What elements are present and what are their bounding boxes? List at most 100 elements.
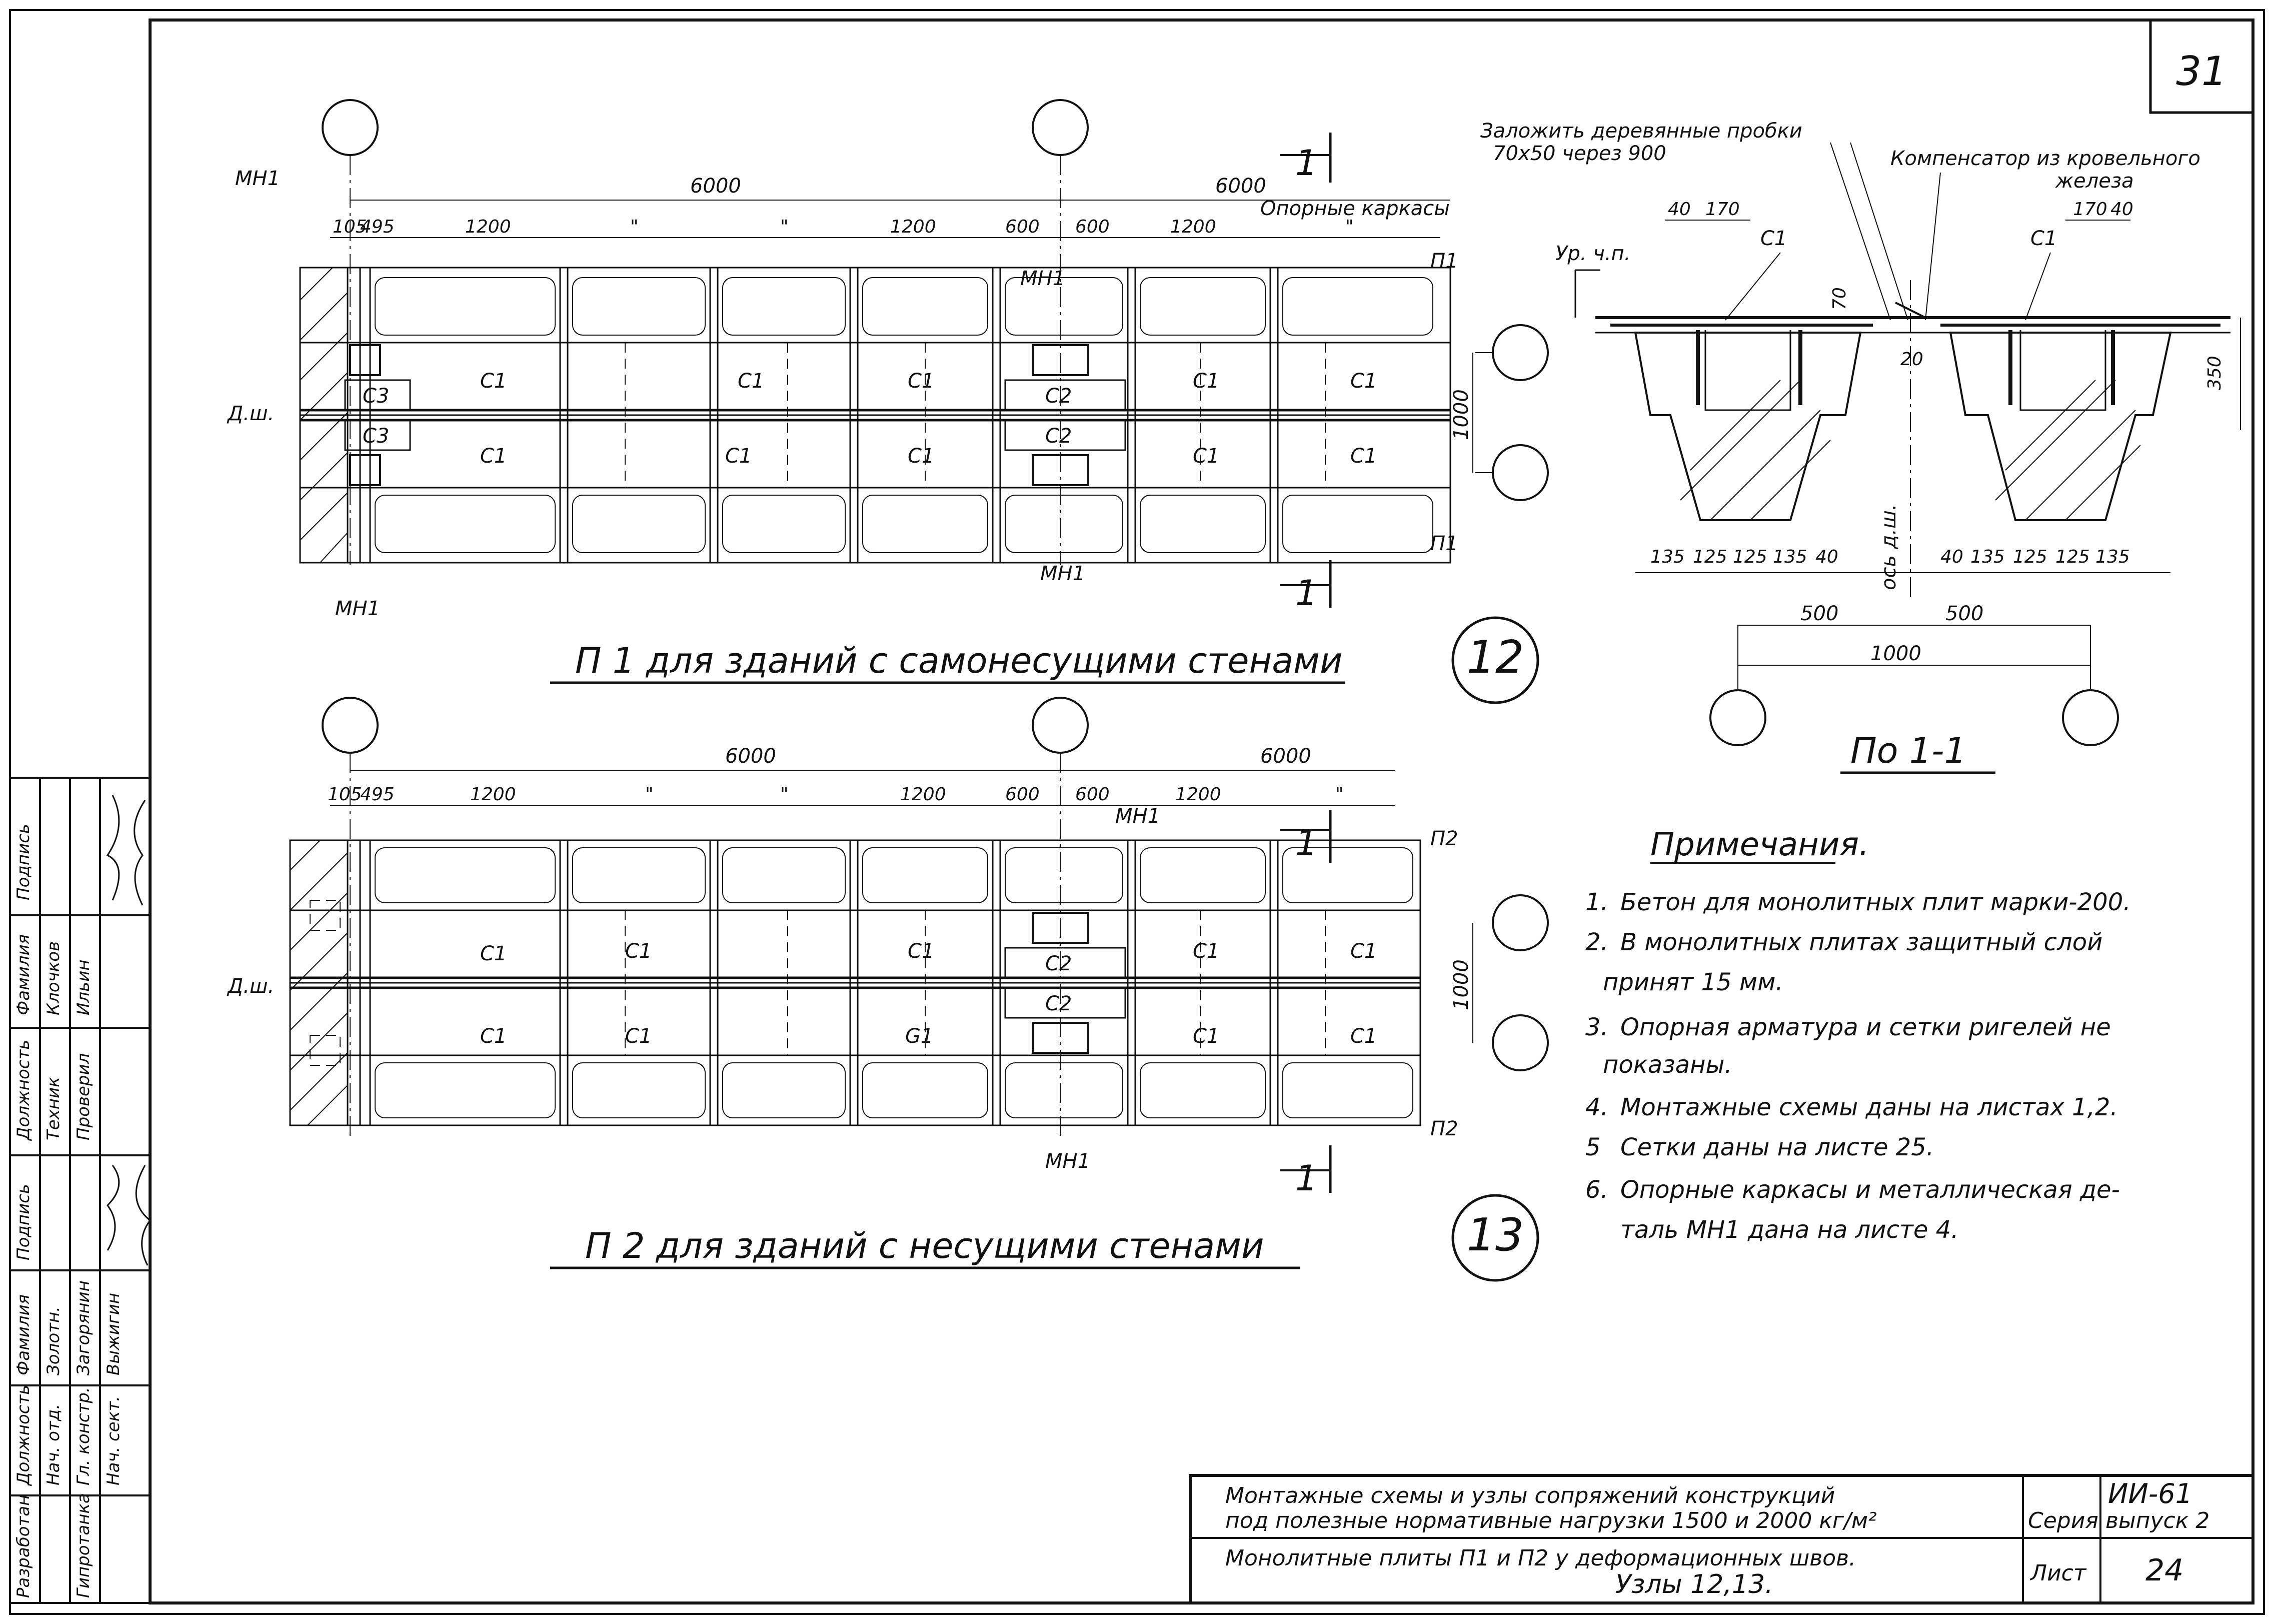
plan2-dim: 1200 (1175, 784, 1221, 805)
section-dim: 135 (1650, 547, 1685, 567)
plan1-span-right: 6000 (1215, 175, 1266, 198)
note-text: Бетон для монолитных плит марки-200. (1620, 888, 2131, 916)
plan2-mn1: МН1 (1115, 805, 1160, 828)
plan1-dim: 1200 (465, 217, 511, 237)
plan1-c1: С1 (480, 445, 507, 468)
plan1-p1: П1 (1430, 250, 1458, 273)
plan1-text: 6000 6000 105 495 1200 " " 1200 600 600 … (227, 143, 1524, 684)
plan2-mn1: МН1 (1045, 1150, 1090, 1173)
plan1-support-frames: Опорные каркасы (1260, 197, 1450, 220)
plan2-wall: Д.ш. (227, 975, 274, 998)
section-level: Ур. ч.п. (1555, 242, 1630, 265)
plan2-dim: " (1335, 784, 1344, 805)
section-dim: 40 (1668, 199, 1691, 220)
plan2-c1: С1 (1350, 1025, 1377, 1048)
section-dim: 125 (2013, 547, 2047, 567)
stamp-col-sign-left: Подпись (14, 1184, 34, 1260)
sheet-page: 24 (2145, 1553, 2183, 1588)
title-line4: Узлы 12,13. (1615, 1569, 1773, 1599)
stamp-col-post-left: Должность (14, 1385, 34, 1486)
axis-circle (322, 99, 379, 156)
axis-circle (322, 697, 379, 754)
section-dim: 135 (2095, 547, 2130, 567)
plan1-dim: " (780, 217, 789, 237)
section-dim: 170 (2073, 199, 2107, 220)
section-dim: 40 (1940, 547, 1963, 567)
plan1-drawing (299, 99, 1549, 704)
axis-circle (1492, 324, 1549, 381)
plan1-mn1: МН1 (1040, 562, 1085, 585)
section-drawing (1574, 142, 2241, 774)
sheet-label: Лист (2029, 1560, 2087, 1586)
plan2-text: 6000 6000 105 495 1200 " " 1200 600 600 … (227, 745, 1524, 1266)
plan2-dim: 1200 (900, 784, 946, 805)
section-dim: 125 (2055, 547, 2090, 567)
plan1-c1: С1 (725, 445, 752, 468)
plan1-title: П 1 для зданий с самонесущими стенами (575, 640, 1342, 681)
title-block-text: Монтажные схемы и узлы сопряжений констр… (1225, 1478, 2209, 1599)
section-dim: 135 (1970, 547, 2005, 567)
axis-circle (1032, 99, 1089, 156)
note-num: 3. (1585, 1013, 1608, 1041)
series-issue: выпуск 2 (2105, 1508, 2209, 1533)
note-text: В монолитных плитах защитный слой (1620, 928, 2102, 956)
plan1-c1: С1 (738, 370, 764, 393)
plan2-g1: G1 (905, 1025, 933, 1048)
plan1-width-dim: 1000 (1450, 389, 1473, 440)
notes-block: Примечания. 1. Бетон для монолитных плит… (1585, 826, 2131, 1244)
title-line2: под полезные нормативные нагрузки 1500 и… (1225, 1508, 1877, 1533)
plan2-c2: С2 (1045, 992, 1072, 1015)
plan1-mn1: МН1 (1020, 267, 1065, 290)
stamp-developed: Разработан (14, 1495, 34, 1598)
title-block (1189, 1474, 2254, 1604)
plan1-section-mark: 1 (1295, 573, 1318, 614)
plan2-c1: С1 (480, 942, 507, 965)
plan1-dim: 105 (333, 217, 367, 237)
section-dim: 40 (2110, 199, 2133, 220)
plan2-section-mark: 1 (1295, 1158, 1318, 1199)
plan1-dim: 495 (360, 217, 395, 237)
plan2-c1: С1 (625, 1025, 652, 1048)
plan1-wall: Д.ш. (227, 402, 274, 425)
side-stamp-text: Должность Фамилия Подпись Техник Клочков… (14, 795, 152, 1598)
note-num: 2. (1585, 928, 1608, 956)
plan2-title: П 2 для зданий с несущими стенами (585, 1225, 1264, 1266)
stamp-lrow1-name: Золотн. (44, 1306, 64, 1375)
stamp-row2-name: Ильин (74, 959, 94, 1015)
plan1-span-left: 6000 (690, 175, 741, 198)
stamp-org: Гипротанка (74, 1493, 94, 1598)
note-num: 4. (1585, 1093, 1608, 1121)
plan1-c1: С1 (480, 370, 507, 393)
plan1-c3: С3 (363, 425, 389, 448)
plan2-c1: С1 (1193, 1025, 1219, 1048)
section-text: Заложить деревянные пробки 70х50 через 9… (1480, 120, 2225, 771)
plan2-dim: 495 (360, 784, 395, 805)
plan2-span-left: 6000 (725, 745, 776, 768)
axis-circle (1492, 894, 1549, 951)
plan1-dim: " (1345, 217, 1354, 237)
stamp-col-post-right: Должность (14, 1040, 34, 1141)
stamp-col-sign-right: Подпись (14, 824, 34, 900)
stamp-lrow3-name: Выжигин (104, 1293, 124, 1375)
signature-scribble-2 (107, 1165, 152, 1266)
plan1-dim: 1200 (1170, 217, 1216, 237)
stamp-lrow3-post: Нач. сект. (104, 1396, 124, 1485)
section-dim-70: 70 (1829, 287, 1850, 310)
plan1-c1: С1 (1350, 370, 1377, 393)
plan2-dim: " (780, 784, 789, 805)
plan2-c1: С1 (908, 940, 934, 963)
plan1-c1: С1 (908, 370, 934, 393)
stamp-lrow1-post: Нач. отд. (44, 1404, 64, 1485)
plan2-dim: 1200 (470, 784, 516, 805)
plan2-p2: П2 (1430, 827, 1458, 850)
axis-circle (1709, 689, 1766, 746)
plan2-width-dim: 1000 (1450, 959, 1473, 1010)
note-text: Монтажные схемы даны на листах 1,2. (1620, 1093, 2118, 1121)
plan1-node: 12 (1467, 631, 1524, 684)
section-c1: С1 (2030, 227, 2057, 250)
plan2-c2: С2 (1045, 952, 1072, 975)
stamp-row1-post: Техник (44, 1077, 64, 1140)
axis-circle (1492, 444, 1549, 501)
plan1-dim: " (630, 217, 639, 237)
